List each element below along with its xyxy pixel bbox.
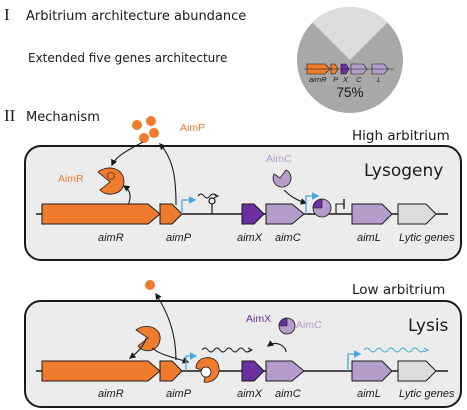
gene-aimx-low [241, 360, 265, 382]
label-aimx: aimX [237, 232, 263, 244]
gene-aimr [41, 203, 161, 225]
abundance-pie-chart: aimR P X C L 75% [297, 6, 403, 113]
aimp-label: AimP [180, 122, 205, 134]
aimc-protein-free [272, 169, 292, 188]
aimp-to-aimr-arrow [111, 141, 144, 167]
label-lytic-low: Lytic genes [399, 388, 455, 400]
label-aimp-low: aimP [166, 388, 192, 400]
aimx-translation-arrow [266, 340, 287, 353]
aimp-secretion-arrow [159, 143, 177, 206]
mini-label-p: P [333, 75, 338, 84]
repression-bar [335, 203, 344, 214]
gene-aiml [351, 203, 393, 225]
mini-gene-architecture: aimR P X C L [304, 63, 394, 84]
aimx-bound [278, 317, 288, 327]
aimp-bound [107, 172, 115, 180]
lysogeny-panel-box [24, 145, 462, 261]
aimc-promoter [305, 192, 320, 214]
lysogeny-state-label: Lysogeny [364, 161, 443, 181]
label-aimr-low: aimR [98, 388, 124, 400]
lytic-transcript [363, 347, 425, 353]
label-aimx-low: aimX [237, 388, 263, 400]
section1-numeral: I [4, 5, 10, 24]
section1-title: Arbitrium architecture abundance [26, 9, 246, 24]
label-aimc-low: aimC [275, 388, 301, 400]
gene-aimp [159, 203, 183, 225]
pie-slice-remainder [312, 6, 388, 60]
aimp-molecule [139, 133, 149, 143]
aimr-protein-free [135, 326, 161, 352]
label-aiml-low: aimL [357, 388, 381, 400]
aimr-protein [97, 167, 125, 195]
aimr-binding-arrow [151, 347, 190, 364]
aimp-promoter [181, 196, 197, 214]
gene-aimc [265, 203, 305, 225]
label-lytic: Lytic genes [399, 232, 455, 244]
aimc-label-low: AimC [296, 319, 322, 331]
mini-label-c: C [356, 75, 362, 84]
panel-high-arbitrium: High arbitrium AimP Lysogeny AimR [24, 116, 462, 261]
aiml-promoter [347, 350, 362, 371]
mini-label-l: L [377, 75, 381, 84]
label-aiml: aimL [357, 232, 381, 244]
section1-subtitle: Extended five genes architecture [28, 51, 227, 65]
aimp-molecule [146, 116, 156, 126]
aimp-molecule-single [145, 280, 155, 290]
long-transcript [201, 347, 251, 353]
label-aimc: aimC [275, 232, 301, 244]
aimp-secretion-arrow-low [155, 292, 177, 361]
aimr-translation-arrow [122, 185, 131, 206]
pie-percent-label: 75% [336, 85, 363, 100]
aimr-translation-arrow-low [128, 337, 147, 359]
aimp-molecule [132, 120, 142, 130]
section2-title: Mechanism [26, 110, 100, 125]
gene-aimc-low [265, 360, 305, 382]
aimp-molecule [149, 128, 159, 138]
aimr-label: AimR [58, 173, 84, 185]
gene-aimx [241, 203, 265, 225]
lysis-state-label: Lysis [408, 316, 449, 336]
label-aimp: aimP [166, 232, 192, 244]
low-condition-label: Low arbitrium [352, 282, 445, 298]
section2-numeral: II [4, 106, 16, 125]
terminator-icon [208, 197, 216, 214]
panel-low-arbitrium: Low arbitrium Lysis AimX AimC [24, 280, 462, 408]
high-condition-label: High arbitrium [352, 128, 450, 144]
short-transcript [197, 193, 217, 199]
label-aimr: aimR [98, 232, 124, 244]
gene-lytic-low [397, 360, 437, 382]
gene-aimr-low [41, 360, 161, 382]
gene-aiml-low [351, 360, 393, 382]
aimc-binding-arrow [283, 189, 308, 205]
aimc-label-high: AimC [266, 153, 292, 165]
aimx-label: AimX [246, 313, 271, 325]
gene-aimp-low [159, 360, 183, 382]
aimp-promoter-low [185, 352, 198, 371]
gene-lytic [397, 203, 437, 225]
mini-label-x: X [342, 75, 349, 84]
mini-label-aimr: aimR [309, 75, 327, 84]
